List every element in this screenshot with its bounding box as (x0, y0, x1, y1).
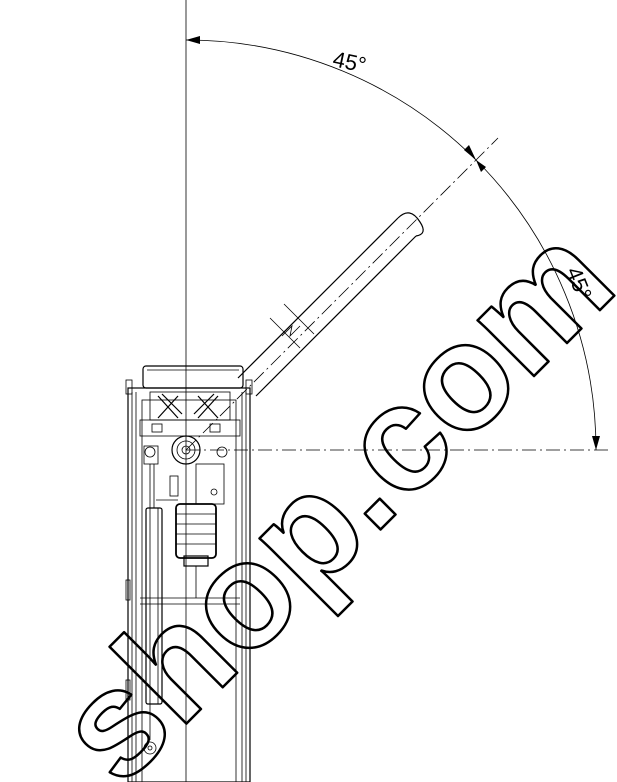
arc-arrowhead (464, 145, 476, 160)
watermark: shop.com (24, 193, 617, 782)
lower-angle-arc (475, 159, 597, 451)
pivot-hub (144, 435, 228, 465)
gear-motor (175, 503, 217, 598)
linkage (143, 445, 225, 508)
spring-mechanism (139, 391, 241, 437)
barrier-cabinet (125, 365, 253, 782)
counterweight-column (143, 507, 163, 755)
arc-arrowhead (186, 36, 200, 44)
arc-arrowhead (592, 436, 600, 450)
upper-angle-label: 45° (331, 46, 369, 77)
boom-arm (237, 212, 424, 397)
upper-angle-arc (185, 39, 477, 161)
arc-arrowhead (476, 160, 486, 172)
diagonal-centerline (185, 137, 499, 451)
